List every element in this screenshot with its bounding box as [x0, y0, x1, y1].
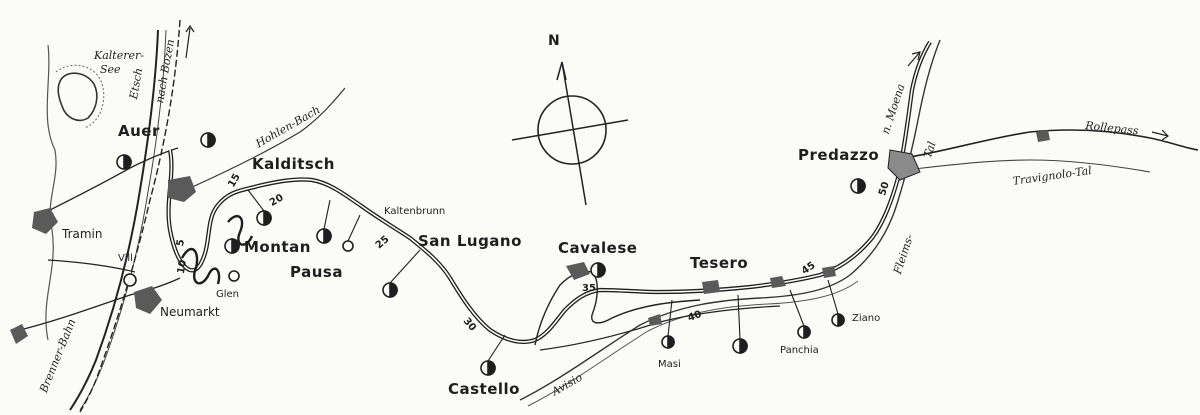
marker-masi-fill [667, 335, 675, 349]
south-settlement [10, 324, 28, 344]
label-panchia: Panchia [780, 345, 819, 356]
masi-settlement [648, 314, 662, 326]
viewpoint-markers [116, 132, 866, 376]
marker-pausa-fill [323, 228, 332, 244]
marker-auer-east-fill [207, 132, 216, 148]
marker-glen [228, 270, 240, 282]
marker-castello-fill [487, 360, 496, 376]
valley-road-south [19, 277, 181, 331]
marker-cavalese-fill [597, 262, 606, 278]
brenner-railway [79, 19, 181, 413]
secondary-road-cavalese [534, 270, 701, 346]
main-route-outer [166, 40, 932, 345]
travignolo-river [904, 159, 1151, 173]
km-marker-35: 35 [582, 283, 596, 294]
ziano-settlement [822, 266, 836, 278]
label-tramin: Tramin [62, 227, 103, 241]
etsch-river [69, 29, 159, 411]
marker-kaltenbrunn [342, 240, 354, 252]
valley-road-mid [47, 259, 136, 273]
marker-panchia-fill [803, 325, 811, 339]
avisio-river [519, 39, 941, 401]
predazzo-settlement [887, 149, 921, 181]
label-neumarkt: Neumarkt [160, 305, 220, 319]
marker-san-lugano-fill [389, 282, 398, 298]
label-masi: Masi [658, 359, 681, 370]
etsch-river-bank [79, 29, 167, 411]
kalterer-see-shore [55, 64, 105, 129]
marker-ziano-fill [837, 313, 845, 327]
label-tesero: Tesero [690, 254, 749, 272]
avisio-river-bank [527, 280, 859, 407]
label-castello: Castello [448, 380, 520, 398]
tesero-settlement [702, 280, 720, 294]
km-marker-5: 5 [174, 238, 188, 248]
label-kaltenbrunn: Kaltenbrunn [384, 206, 446, 217]
label-glen: Glen [216, 289, 240, 300]
western-hills [45, 44, 57, 341]
panchia-settlement [770, 276, 786, 288]
marker-leaders [247, 189, 839, 362]
marker-auer-west-fill [123, 154, 132, 170]
label-cavalese: Cavalese [558, 239, 638, 257]
compass-circle [537, 95, 607, 165]
compass-needle-ew [511, 119, 629, 141]
neumarkt-settlement [134, 286, 162, 314]
montan-serpentines [180, 215, 254, 285]
label-auer: Auer [118, 122, 160, 140]
label-montan: Montan [244, 238, 311, 256]
valley-road-west [39, 147, 179, 216]
label-see: See [100, 63, 121, 76]
marker-predazzo-fill [857, 178, 866, 194]
label-ziano: Ziano [852, 313, 881, 324]
compass-north-label: N [548, 33, 560, 49]
hohlen-bach-stream [189, 87, 346, 189]
label-kalterer: Kalterer- [94, 49, 144, 62]
compass-north-arrow [556, 61, 567, 81]
rollepass-settlement [1036, 130, 1050, 142]
compass-needle-ns [561, 61, 587, 206]
rollepass-arrow [1151, 129, 1169, 141]
marker-montan-fill [231, 238, 240, 254]
rollepass-road [904, 129, 1199, 159]
compass-rose [511, 61, 629, 206]
label-kalditsch: Kalditsch [252, 155, 335, 173]
main-route-inner [167, 41, 931, 343]
tramin-settlement [32, 208, 58, 234]
cavalese-settlement [566, 262, 590, 280]
marker-kalditsch-fill [263, 210, 272, 226]
marker-tesero-fill [739, 338, 748, 354]
marker-vill [123, 273, 137, 287]
label-san-lugano: San Lugano [418, 232, 522, 250]
label-vill: Vill [118, 253, 133, 264]
auer-settlement [168, 176, 196, 202]
kalterer-see-lake [57, 72, 98, 122]
label-pausa: Pausa [290, 263, 343, 281]
nach-bozen-arrow [185, 24, 195, 59]
moena-arrow [907, 51, 921, 67]
label-predazzo: Predazzo [798, 146, 880, 164]
